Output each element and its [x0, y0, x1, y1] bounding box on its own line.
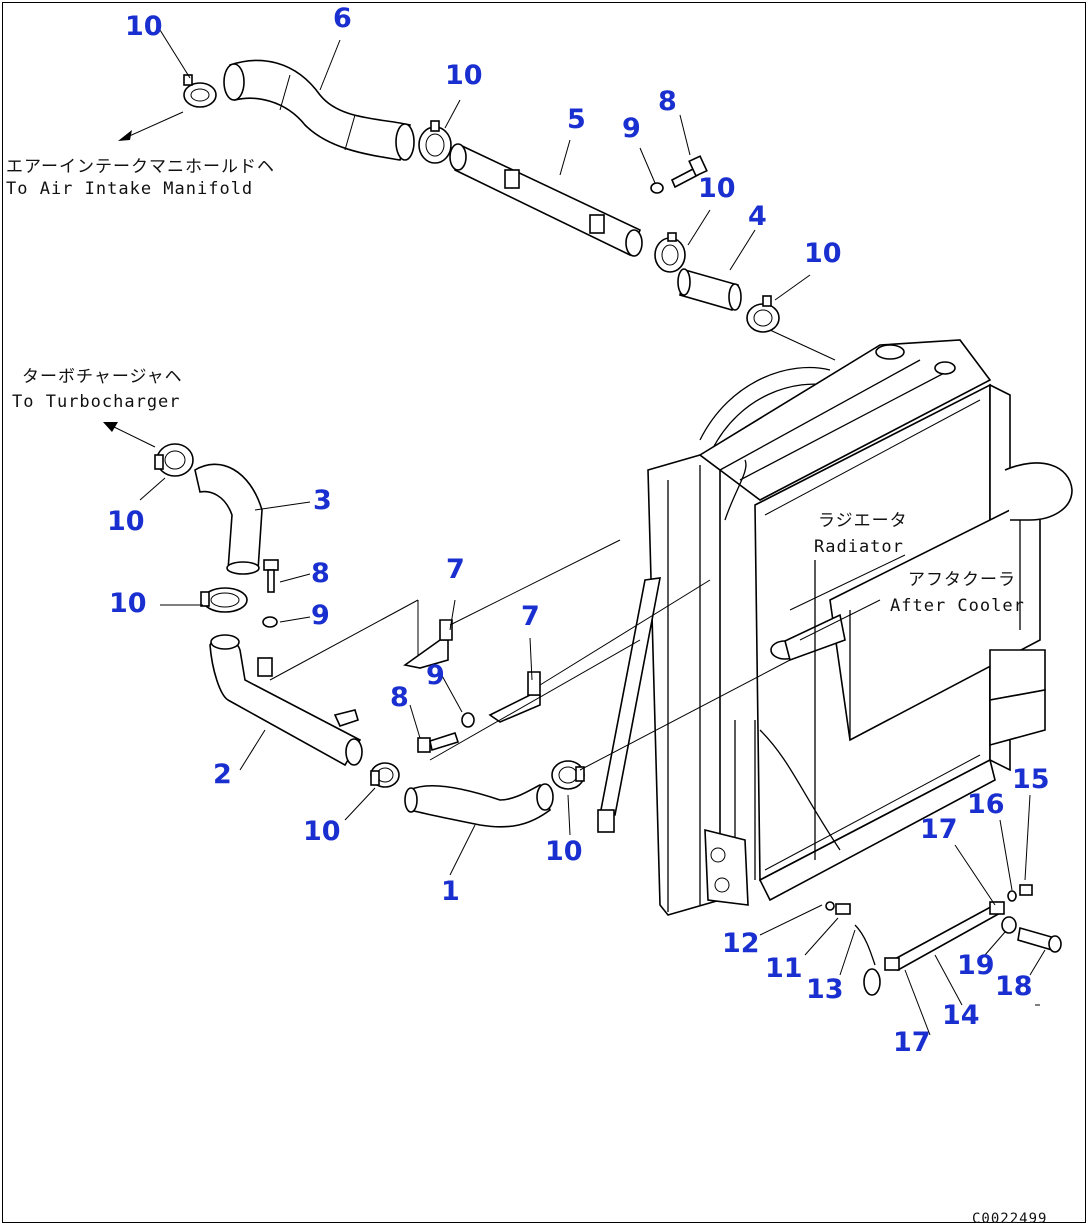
callout-14: 14: [942, 1000, 980, 1031]
callout-17: 17: [893, 1027, 931, 1058]
clamps-10: [154, 74, 780, 790]
callout-10: 10: [109, 588, 147, 619]
arrow-turbo-icon: [103, 422, 118, 432]
callout-17: 17: [920, 814, 958, 845]
hose-3: [194, 463, 263, 575]
callout-10: 10: [698, 173, 736, 204]
callout-10: 10: [545, 836, 583, 867]
hose-6: [223, 59, 415, 161]
turbo-en-label: To Turbocharger: [12, 392, 181, 412]
turbo-jp-label: ターボチャージャヘ: [22, 367, 183, 387]
callout-3: 3: [313, 485, 332, 516]
callout-10: 10: [107, 506, 145, 537]
pipe-2: [209, 634, 363, 767]
callout-8: 8: [390, 682, 409, 713]
callout-10: 10: [804, 238, 842, 269]
clamp-turbo: [154, 443, 194, 477]
clamp-bottom-left: [370, 762, 400, 788]
clamp-left-mid: [200, 587, 248, 613]
callout-9: 9: [426, 660, 445, 691]
callout-10: 10: [445, 60, 483, 91]
clamp-mid-2: [746, 295, 780, 333]
callout-15: 15: [1012, 764, 1050, 795]
aftercooler-en-label: After Cooler: [890, 596, 1025, 616]
hose-4: [677, 268, 742, 312]
clamp-bottom-right: [551, 760, 585, 790]
callout-5: 5: [567, 104, 586, 135]
callout-8: 8: [311, 558, 330, 589]
callout-16: 16: [967, 789, 1005, 820]
fasteners: [262, 155, 1062, 996]
drawing-code: C0022499: [972, 1211, 1047, 1227]
callout-4: 4: [748, 201, 767, 232]
clamp-top-left: [183, 74, 217, 108]
callout-8: 8: [658, 86, 677, 117]
radiator-en-label: Radiator: [814, 537, 904, 557]
callout-10: 10: [303, 816, 341, 847]
text-labels: エアーインテークマニホールドヘ To Air Intake Manifold タ…: [6, 157, 1047, 1227]
callout-2: 2: [213, 759, 232, 790]
direction-arrows: [103, 111, 184, 448]
callout-12: 12: [722, 928, 760, 959]
clamp-top-mid: [418, 120, 452, 164]
leader-lines-radiator: [789, 554, 906, 641]
callout-9: 9: [622, 113, 641, 144]
callout-18: 18: [995, 971, 1033, 1002]
air-intake-en-label: To Air Intake Manifold: [6, 179, 253, 199]
callout-11: 11: [765, 953, 803, 984]
callout-13: 13: [806, 974, 844, 1005]
leader-lines: [139, 29, 1046, 1036]
callout-7: 7: [446, 554, 465, 585]
pipe-5: [449, 143, 643, 257]
callout-10: 10: [125, 11, 163, 42]
air-intake-jp-label: エアーインテークマニホールドヘ: [6, 157, 275, 177]
aftercooler-jp-label: アフタクーラ: [908, 570, 1016, 590]
radiator-jp-label: ラジエータ: [818, 511, 908, 531]
callout-7: 7: [521, 601, 540, 632]
callout-9: 9: [311, 600, 330, 631]
radiator-assembly: [597, 339, 1073, 916]
part-callouts: 10 6 10 5 8 9 10 4 10 3 10 10 8 9 7 7 9 …: [107, 3, 1050, 1058]
arrow-air-intake-icon: [118, 130, 132, 141]
hose-1: [404, 783, 554, 828]
clamp-mid-1: [654, 232, 686, 273]
callout-19: 19: [957, 950, 995, 981]
callout-1: 1: [441, 876, 460, 907]
callout-6: 6: [333, 3, 352, 34]
